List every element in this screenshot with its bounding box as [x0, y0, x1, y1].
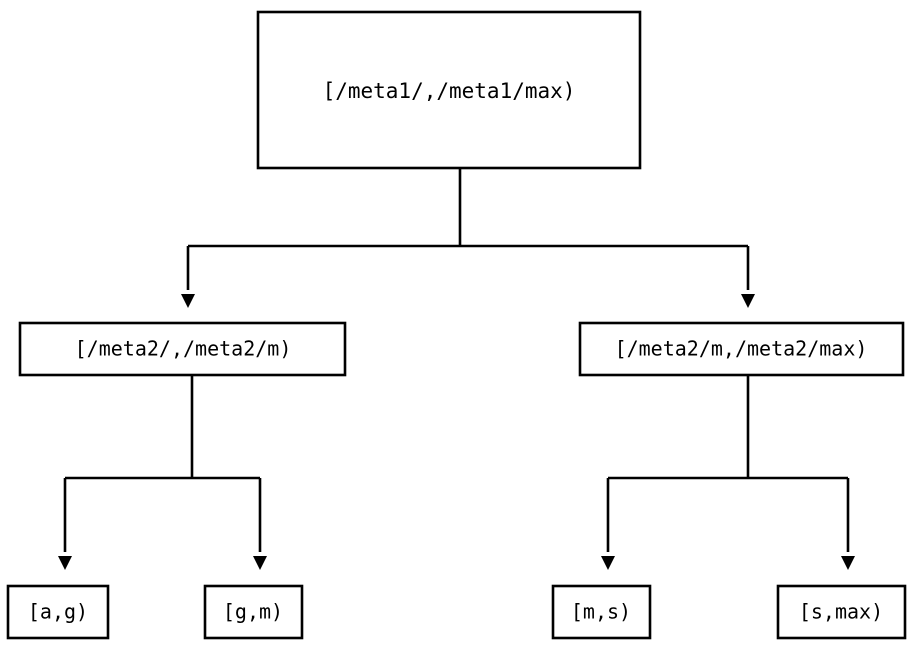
node-mid-right[interactable]: [/meta2/m,/meta2/max)	[578, 321, 905, 377]
node-root-label: [/meta1/,/meta1/max)	[323, 79, 576, 103]
node-leaf-4[interactable]: [s,max)	[776, 584, 907, 640]
node-leaf-3-label: [m,s)	[571, 600, 631, 624]
node-leaf-3-box	[551, 584, 652, 640]
node-mid-left[interactable]: [/meta2/,/meta2/m)	[18, 321, 347, 377]
node-mid-left-label: [/meta2/,/meta2/m)	[75, 337, 292, 361]
node-root[interactable]: [/meta1/,/meta1/max)	[256, 10, 642, 170]
node-leaf-2-label: [g,m)	[223, 600, 283, 624]
node-root-box	[256, 10, 642, 170]
node-leaf-1[interactable]: [a,g)	[6, 584, 110, 640]
edge-group-root-to-mid	[181, 168, 755, 308]
arrow-head-icon-leaf-4	[841, 556, 855, 570]
arrow-head-icon-leaf-3	[601, 556, 615, 570]
node-mid-left-box	[18, 321, 347, 377]
edge-group-midright-to-leaves	[601, 375, 855, 570]
node-leaf-1-box	[6, 584, 110, 640]
arrow-head-icon-leaf-2	[253, 556, 267, 570]
arrow-head-icon-leaf-1	[58, 556, 72, 570]
edge-group-midleft-to-leaves	[58, 375, 267, 570]
node-leaf-1-label: [a,g)	[28, 600, 88, 624]
node-leaf-2-box	[203, 584, 304, 640]
arrow-head-icon-mid-right	[741, 294, 755, 308]
node-mid-right-label: [/meta2/m,/meta2/max)	[615, 337, 868, 361]
node-leaf-2[interactable]: [g,m)	[203, 584, 304, 640]
arrow-head-icon-mid-left	[181, 294, 195, 308]
node-leaf-4-label: [s,max)	[799, 600, 883, 624]
node-leaf-3[interactable]: [m,s)	[551, 584, 652, 640]
node-mid-right-box	[578, 321, 905, 377]
node-leaf-4-box	[776, 584, 907, 640]
